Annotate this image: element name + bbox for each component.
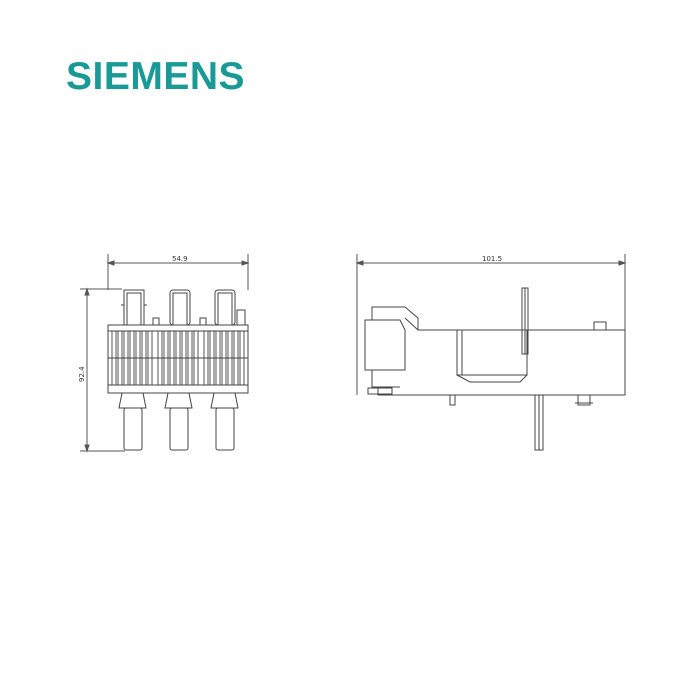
front-view: 54.9 92.4 [78,254,250,453]
front-height-label: 92.4 [78,366,86,382]
upper-terminals [121,289,246,326]
side-housing [364,306,626,396]
siemens-logo: SIEMENS [66,55,246,98]
front-height-dimension [80,287,125,453]
front-ribs [108,330,248,386]
side-width-label: 101.5 [482,255,502,263]
side-width-dimension [355,254,627,395]
lower-pins [118,392,239,451]
front-width-dimension [106,254,250,290]
front-width-label: 54.9 [172,255,188,263]
side-view: 101.5 [355,254,627,451]
